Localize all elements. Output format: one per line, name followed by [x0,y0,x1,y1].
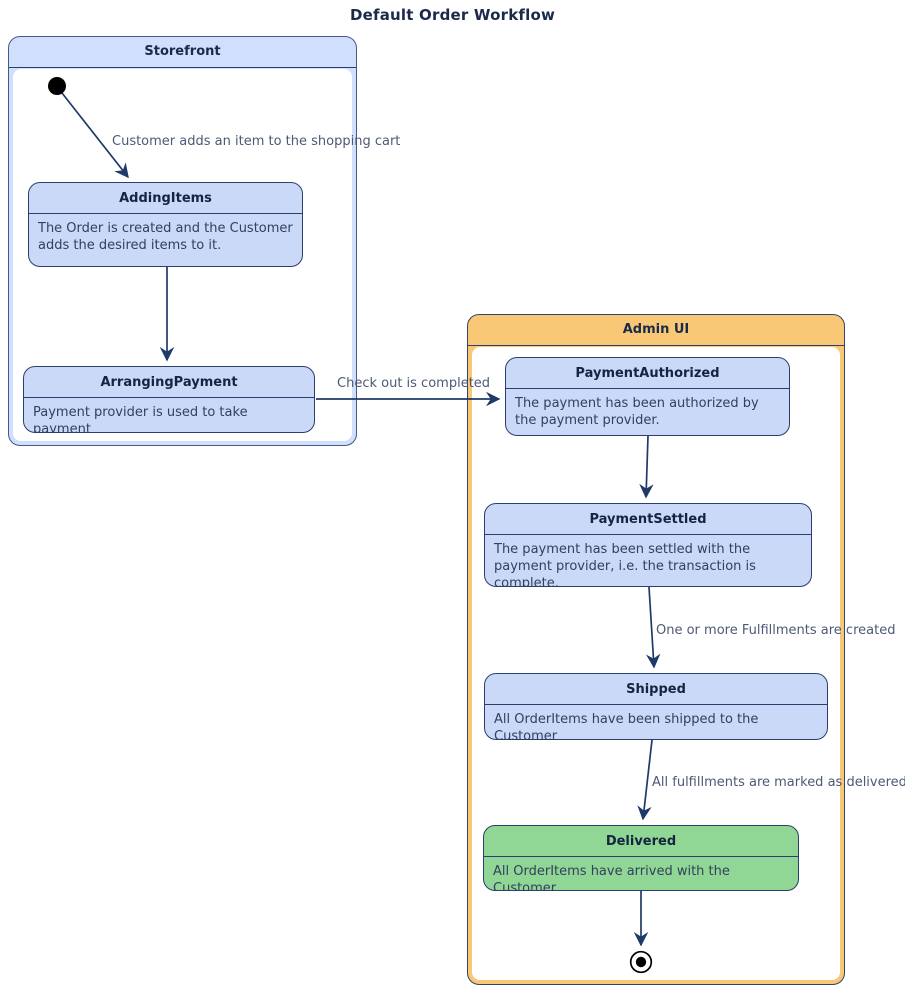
state-shipped: Shipped All OrderItems have been shipped… [484,673,828,740]
state-adding-items: AddingItems The Order is created and the… [28,182,303,267]
state-payment-authorized: PaymentAuthorized The payment has been a… [505,357,790,436]
state-shipped-title: Shipped [485,674,827,705]
storefront-header-label: Storefront [9,37,356,68]
transition-label-marked-delivered: All fulfillments are marked as delivered [652,775,905,790]
transition-label-add-item: Customer adds an item to the shopping ca… [112,134,401,149]
transition-label-checkout-completed: Check out is completed [337,376,491,391]
diagram-title: Default Order Workflow [349,6,556,24]
state-arranging-payment: ArrangingPayment Payment provider is use… [23,366,315,433]
state-payment-authorized-description: The payment has been authorized by the p… [515,396,759,428]
state-payment-settled-description: The payment has been settled with the pa… [494,542,756,587]
state-delivered-title: Delivered [484,826,798,857]
state-payment-settled-title: PaymentSettled [485,504,811,535]
state-shipped-description: All OrderItems have been shipped to the … [494,712,759,740]
state-adding-items-title: AddingItems [29,183,302,214]
state-adding-items-description: The Order is created and the Customer ad… [38,221,293,253]
state-arranging-payment-description: Payment provider is used to take payment [33,405,248,433]
admin-ui-header-label: Admin UI [468,315,844,346]
state-delivered-description: All OrderItems have arrived with the Cus… [493,864,730,891]
state-delivered: Delivered All OrderItems have arrived wi… [483,825,799,891]
state-payment-authorized-title: PaymentAuthorized [506,358,789,389]
state-arranging-payment-title: ArrangingPayment [24,367,314,398]
transition-label-fulfillments-created: One or more Fulfillments are created [656,623,896,638]
state-payment-settled: PaymentSettled The payment has been sett… [484,503,812,587]
